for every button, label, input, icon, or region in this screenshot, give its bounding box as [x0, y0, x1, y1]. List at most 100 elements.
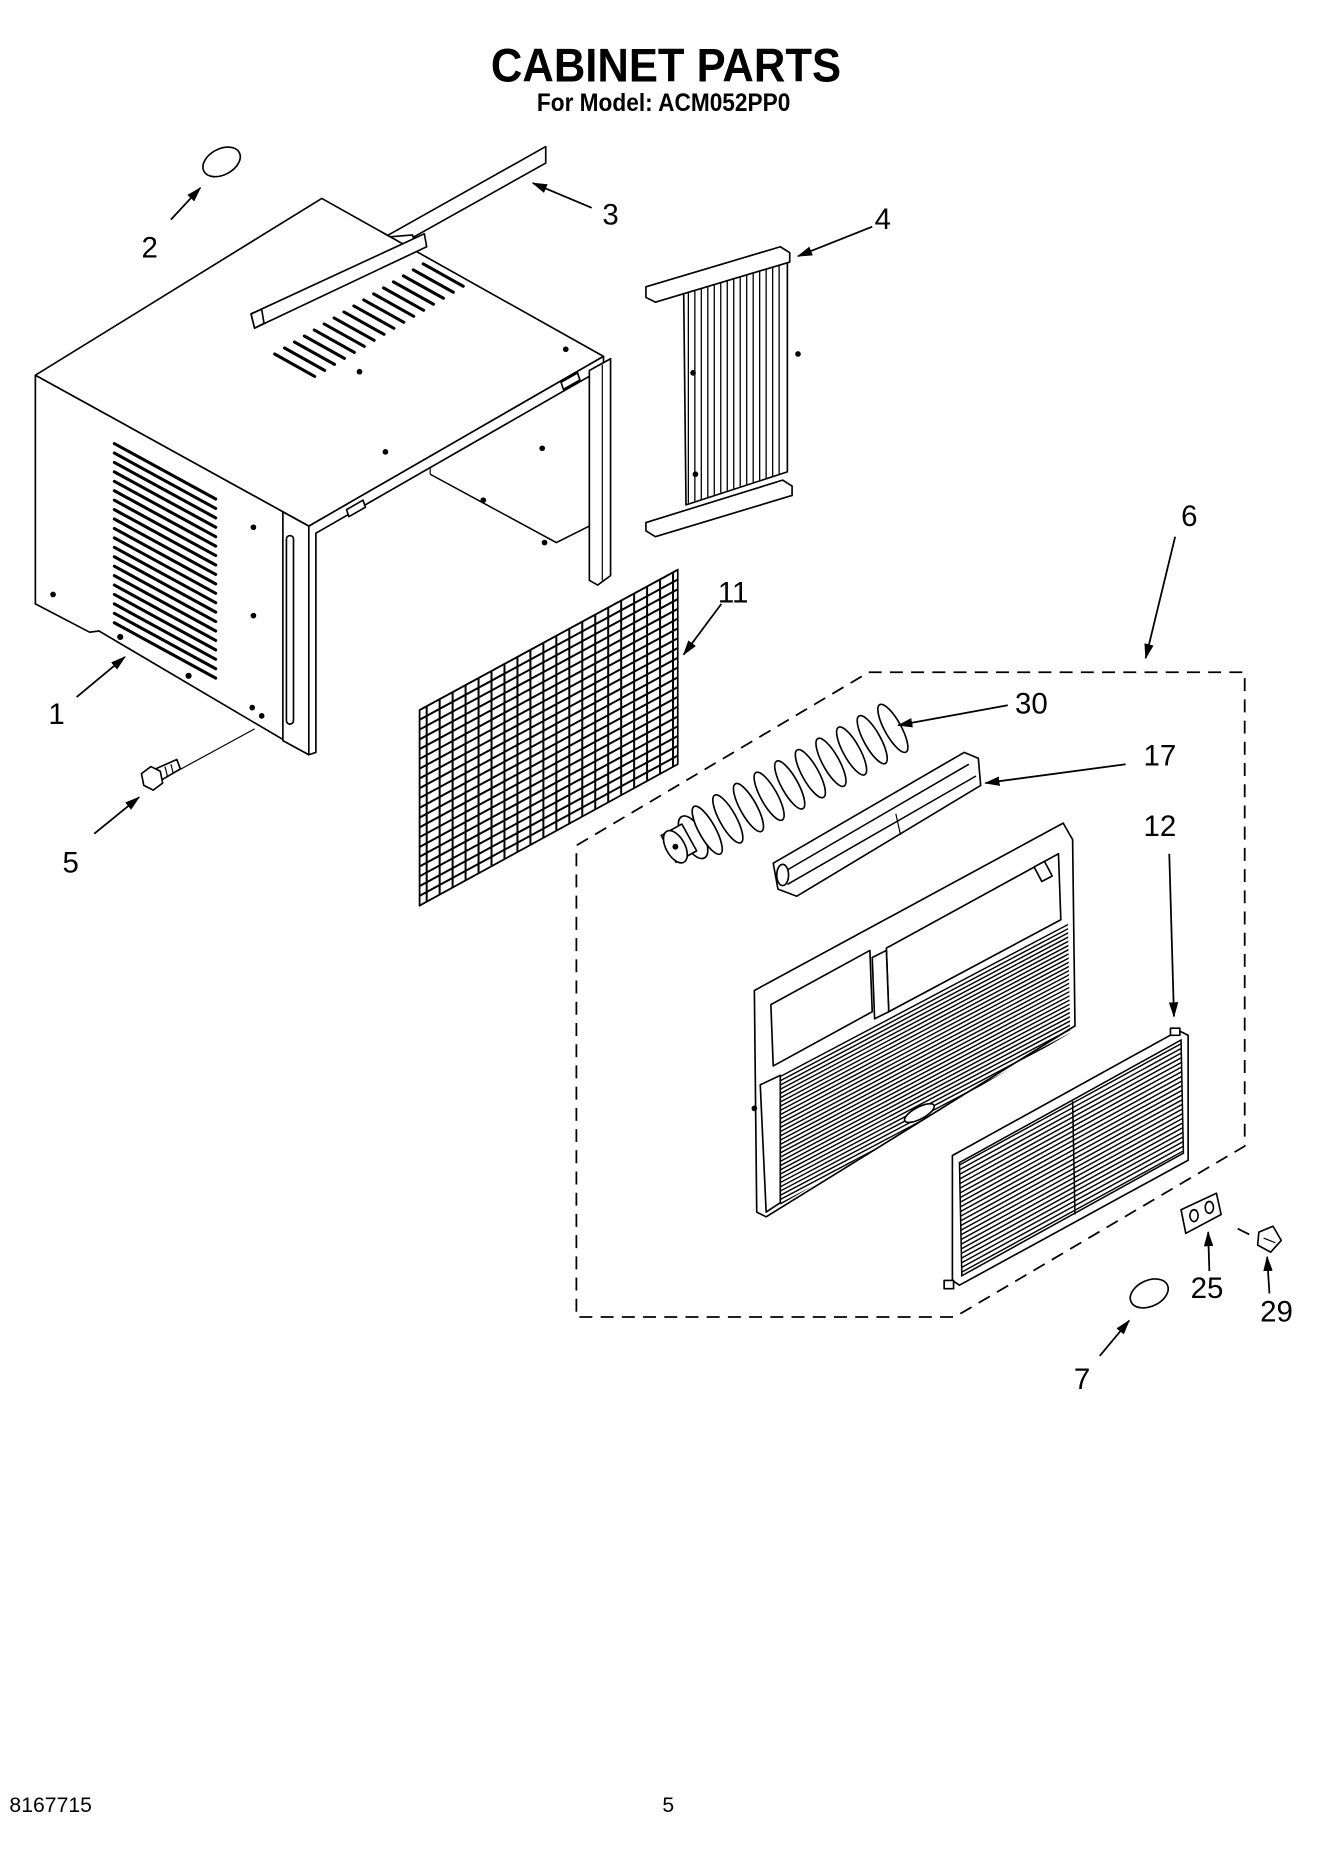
part-11-mesh-filter [418, 568, 679, 907]
wheel-blade [794, 748, 827, 799]
grille-bar [777, 977, 1071, 1134]
grille-bar [777, 1024, 1071, 1181]
mesh-line [419, 588, 678, 731]
top-louver-slot [352, 304, 396, 330]
grille-bar [777, 943, 1071, 1100]
footer-doc-number: 8167715 [9, 1794, 92, 1817]
part-17-louver-assembly [772, 751, 982, 898]
callout-4: 4 [875, 203, 891, 236]
hole [356, 368, 363, 375]
wheel-blade [691, 805, 724, 856]
mesh-line [419, 725, 678, 868]
louver-blade [782, 763, 970, 874]
side-louver-slot [112, 470, 218, 529]
plate-hole [1189, 1208, 1199, 1223]
wheel-blade [856, 714, 889, 765]
mesh-line [419, 627, 678, 770]
wheel-blade [753, 771, 785, 822]
grille-bar [777, 999, 1071, 1155]
mesh-grid [419, 569, 678, 906]
hole [258, 713, 265, 719]
screw-head [140, 765, 164, 791]
grille-bar [777, 973, 1071, 1130]
filter-center-rib [1071, 1101, 1076, 1215]
side-louver-slot [112, 555, 218, 614]
grille-bar [777, 1016, 1071, 1172]
callout-11: 11 [718, 577, 749, 610]
arrow-6 [1144, 536, 1177, 660]
part-29-screw [1237, 1225, 1283, 1254]
panel-top-rail [645, 245, 791, 303]
arrow-2 [170, 186, 202, 221]
hole [117, 633, 124, 640]
side-louver-slot [112, 574, 218, 633]
callout-2: 2 [141, 231, 157, 264]
hole [480, 497, 487, 503]
cabinet-interior-edge [429, 473, 590, 544]
wheel-blade [712, 794, 744, 844]
grille-bar [777, 1020, 1071, 1176]
callout-5: 5 [63, 847, 79, 880]
callout-29: 29 [1260, 1296, 1293, 1329]
grille-bar [777, 935, 1071, 1092]
side-louver-slot [112, 583, 218, 642]
arrow-25 [1203, 1230, 1214, 1272]
part-1-cabinet [34, 197, 612, 756]
front-panel-grille [777, 922, 1071, 1206]
filter-tab [1169, 1027, 1181, 1037]
wheel-blade [732, 782, 765, 833]
top-louver-slot [411, 268, 455, 294]
part-4-panel [645, 245, 801, 538]
top-louver-slot [312, 328, 356, 354]
hole [539, 445, 546, 452]
arrow-4 [796, 225, 873, 258]
filter-bar [959, 1144, 1184, 1270]
panel-fins [687, 259, 780, 504]
screw-29-slot [1263, 1237, 1276, 1244]
hole [249, 704, 256, 711]
side-louver-slot [112, 442, 218, 501]
side-louver-slot [112, 536, 218, 595]
mesh-line [419, 666, 678, 809]
filter-bar [959, 1083, 1184, 1209]
arrow-5 [93, 796, 140, 835]
plate-hole [1204, 1200, 1215, 1215]
hole [185, 672, 192, 679]
filter-bar [959, 1125, 1184, 1251]
top-louver-slot [283, 346, 327, 372]
grille-bar [777, 1003, 1071, 1159]
side-louver-slot [112, 517, 218, 576]
panel-hole [692, 471, 699, 478]
front-panel-left-window [770, 949, 874, 1067]
grille-bar [777, 926, 1071, 1083]
mesh-line [419, 607, 678, 750]
filter-bar [959, 1087, 1184, 1213]
grille-bar [777, 965, 1071, 1121]
mesh-line [419, 705, 678, 848]
side-louver-slot [112, 592, 218, 652]
filter-bar [959, 1106, 1184, 1232]
cabinet-top-rail-tab [250, 308, 265, 329]
top-louver-slot [401, 274, 445, 300]
arrow-30 [897, 704, 1008, 728]
plate-body [1180, 1192, 1222, 1235]
grille-bar [777, 969, 1071, 1126]
side-louver-slot [112, 602, 218, 661]
mesh-line [419, 656, 678, 799]
hole [250, 612, 257, 619]
panel-hole [690, 370, 696, 376]
side-louver-slot [112, 498, 218, 558]
mesh-line [419, 598, 678, 741]
grille-bar [777, 960, 1071, 1117]
callout-1: 1 [48, 698, 64, 731]
side-louver-slot [112, 489, 218, 548]
louver-knob [775, 863, 790, 887]
mesh-line [419, 676, 678, 819]
mesh-line [419, 637, 678, 780]
filter-inner-frame [958, 1038, 1185, 1278]
filter-bar [959, 1120, 1184, 1246]
filter-bar [959, 1134, 1184, 1260]
grille-bar [777, 922, 1071, 1079]
callout-6: 6 [1181, 500, 1197, 533]
side-louver-slot [112, 508, 218, 567]
